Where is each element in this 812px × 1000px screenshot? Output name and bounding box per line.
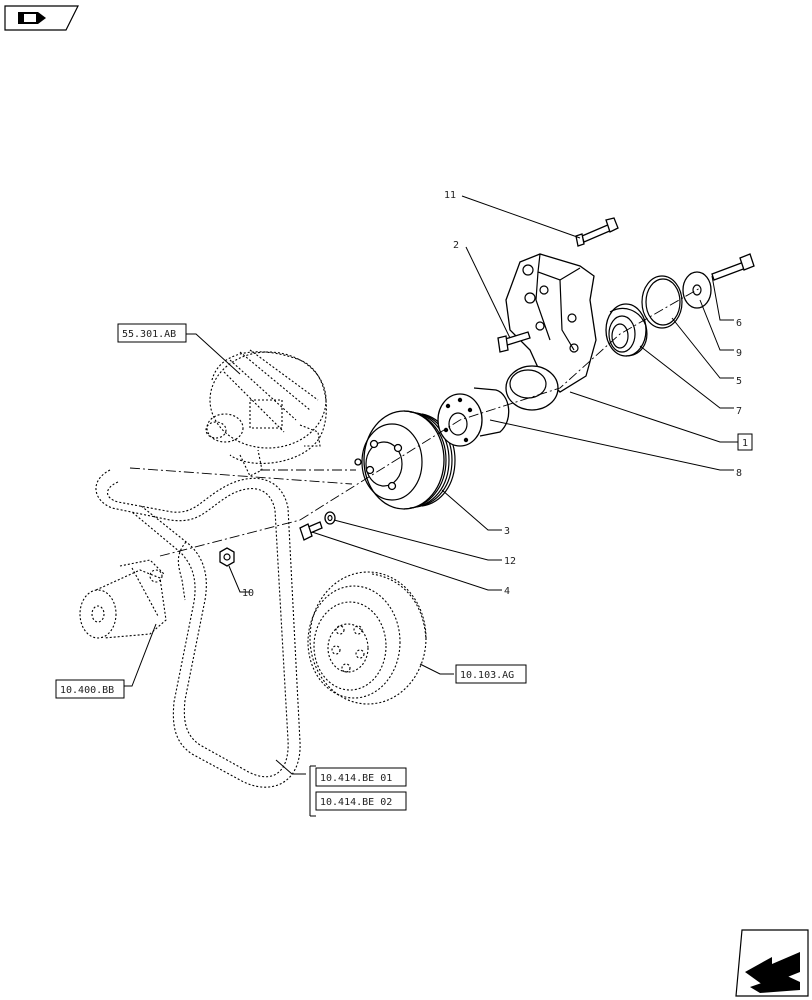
callout-numbers: 11 2 6 9 5 7 1 8 3 12 4 10 bbox=[242, 190, 753, 599]
callout-1[interactable]: 1 bbox=[742, 438, 748, 449]
reference-belt-02-label: 10.414.BE 02 bbox=[320, 797, 392, 808]
callout-4[interactable]: 4 bbox=[504, 586, 510, 597]
nut-10[interactable] bbox=[219, 547, 235, 567]
crankshaft-damper[interactable] bbox=[307, 571, 427, 705]
callout-1-box[interactable] bbox=[737, 433, 753, 451]
bolt-6[interactable] bbox=[711, 253, 755, 281]
callout-3[interactable]: 3 bbox=[504, 526, 510, 537]
serpentine-belt bbox=[95, 469, 301, 788]
callout-7[interactable]: 7 bbox=[736, 406, 742, 417]
fan-pulley[interactable] bbox=[354, 410, 456, 510]
next-page-arrow-icon[interactable] bbox=[735, 929, 809, 997]
reference-belt-01-label: 10.414.BE 01 bbox=[320, 773, 392, 784]
reference-alternator[interactable]: 55.301.AB bbox=[117, 323, 187, 343]
bolt-2[interactable] bbox=[497, 331, 531, 353]
pulley-hub[interactable] bbox=[437, 387, 510, 447]
callout-11[interactable]: 11 bbox=[444, 190, 456, 201]
book-arrow-icon[interactable] bbox=[4, 5, 79, 31]
alternator[interactable] bbox=[205, 349, 327, 477]
reference-belt-01[interactable]: 10.414.BE 01 bbox=[315, 767, 407, 787]
reference-belt-02[interactable]: 10.414.BE 02 bbox=[315, 791, 407, 811]
leader-lines bbox=[124, 195, 738, 817]
reference-tensioner-label: 10.400.BB bbox=[60, 685, 114, 696]
callout-8[interactable]: 8 bbox=[736, 468, 742, 479]
reference-alternator-label: 55.301.AB bbox=[122, 329, 176, 340]
bearing-7[interactable] bbox=[605, 303, 648, 357]
circlip-5[interactable] bbox=[641, 275, 683, 329]
callout-12[interactable]: 12 bbox=[504, 556, 516, 567]
washer-12[interactable] bbox=[324, 511, 336, 525]
bolt-11[interactable] bbox=[575, 217, 619, 247]
fan-bracket[interactable] bbox=[505, 253, 597, 411]
callout-10[interactable]: 10 bbox=[242, 588, 254, 599]
callout-9[interactable]: 9 bbox=[736, 348, 742, 359]
center-lines bbox=[129, 287, 701, 557]
belt-tensioner[interactable] bbox=[79, 559, 167, 639]
bolt-4[interactable] bbox=[299, 521, 323, 541]
reference-damper[interactable]: 10.103.AG bbox=[455, 664, 527, 684]
callout-2[interactable]: 2 bbox=[453, 240, 459, 251]
callout-5[interactable]: 5 bbox=[736, 376, 742, 387]
reference-tensioner[interactable]: 10.400.BB bbox=[55, 679, 125, 699]
callout-6[interactable]: 6 bbox=[736, 318, 742, 329]
reference-damper-label: 10.103.AG bbox=[460, 670, 514, 681]
